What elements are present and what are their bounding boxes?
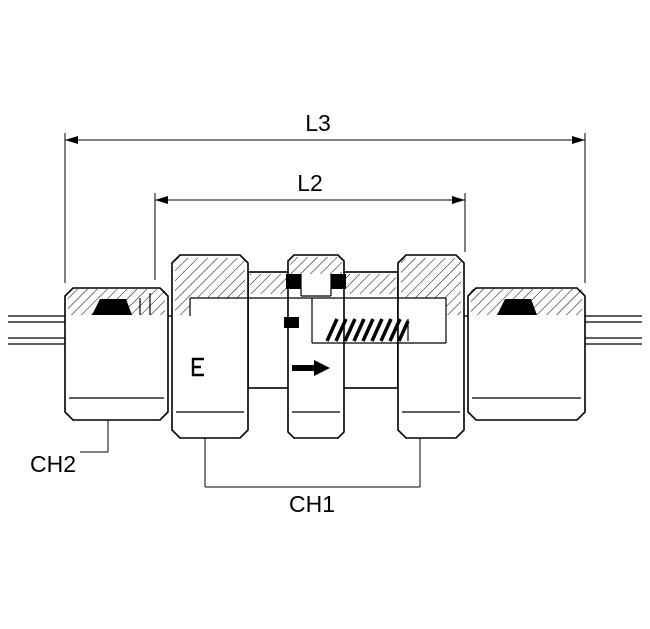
bore-lines — [139, 274, 447, 344]
leader-ch2: CH2 — [30, 420, 109, 477]
center-hex — [287, 254, 345, 439]
leader-ch1: CH1 — [204, 438, 421, 517]
left-nut-seal — [92, 299, 132, 315]
body-seal-left — [286, 274, 301, 289]
brand-stamp-icon — [191, 357, 204, 377]
label-ch2: CH2 — [30, 451, 76, 477]
surface-stamps — [191, 357, 330, 377]
right-nut-seal — [497, 299, 537, 315]
right-nut — [467, 287, 586, 421]
left-hex — [171, 254, 249, 439]
label-ch1: CH1 — [289, 491, 335, 517]
label-l2: L2 — [297, 170, 323, 196]
poppet-seal — [284, 317, 299, 328]
label-l3: L3 — [305, 110, 331, 136]
seals — [92, 274, 537, 328]
dimension-l2: L2 — [154, 170, 466, 280]
dimension-l3: L3 — [64, 110, 586, 283]
spring — [325, 318, 410, 342]
left-nut — [64, 287, 169, 421]
external-detail-lines — [69, 397, 581, 413]
body-seal-right — [331, 274, 346, 289]
flow-arrow-icon — [292, 360, 330, 376]
valve-body — [64, 254, 586, 439]
